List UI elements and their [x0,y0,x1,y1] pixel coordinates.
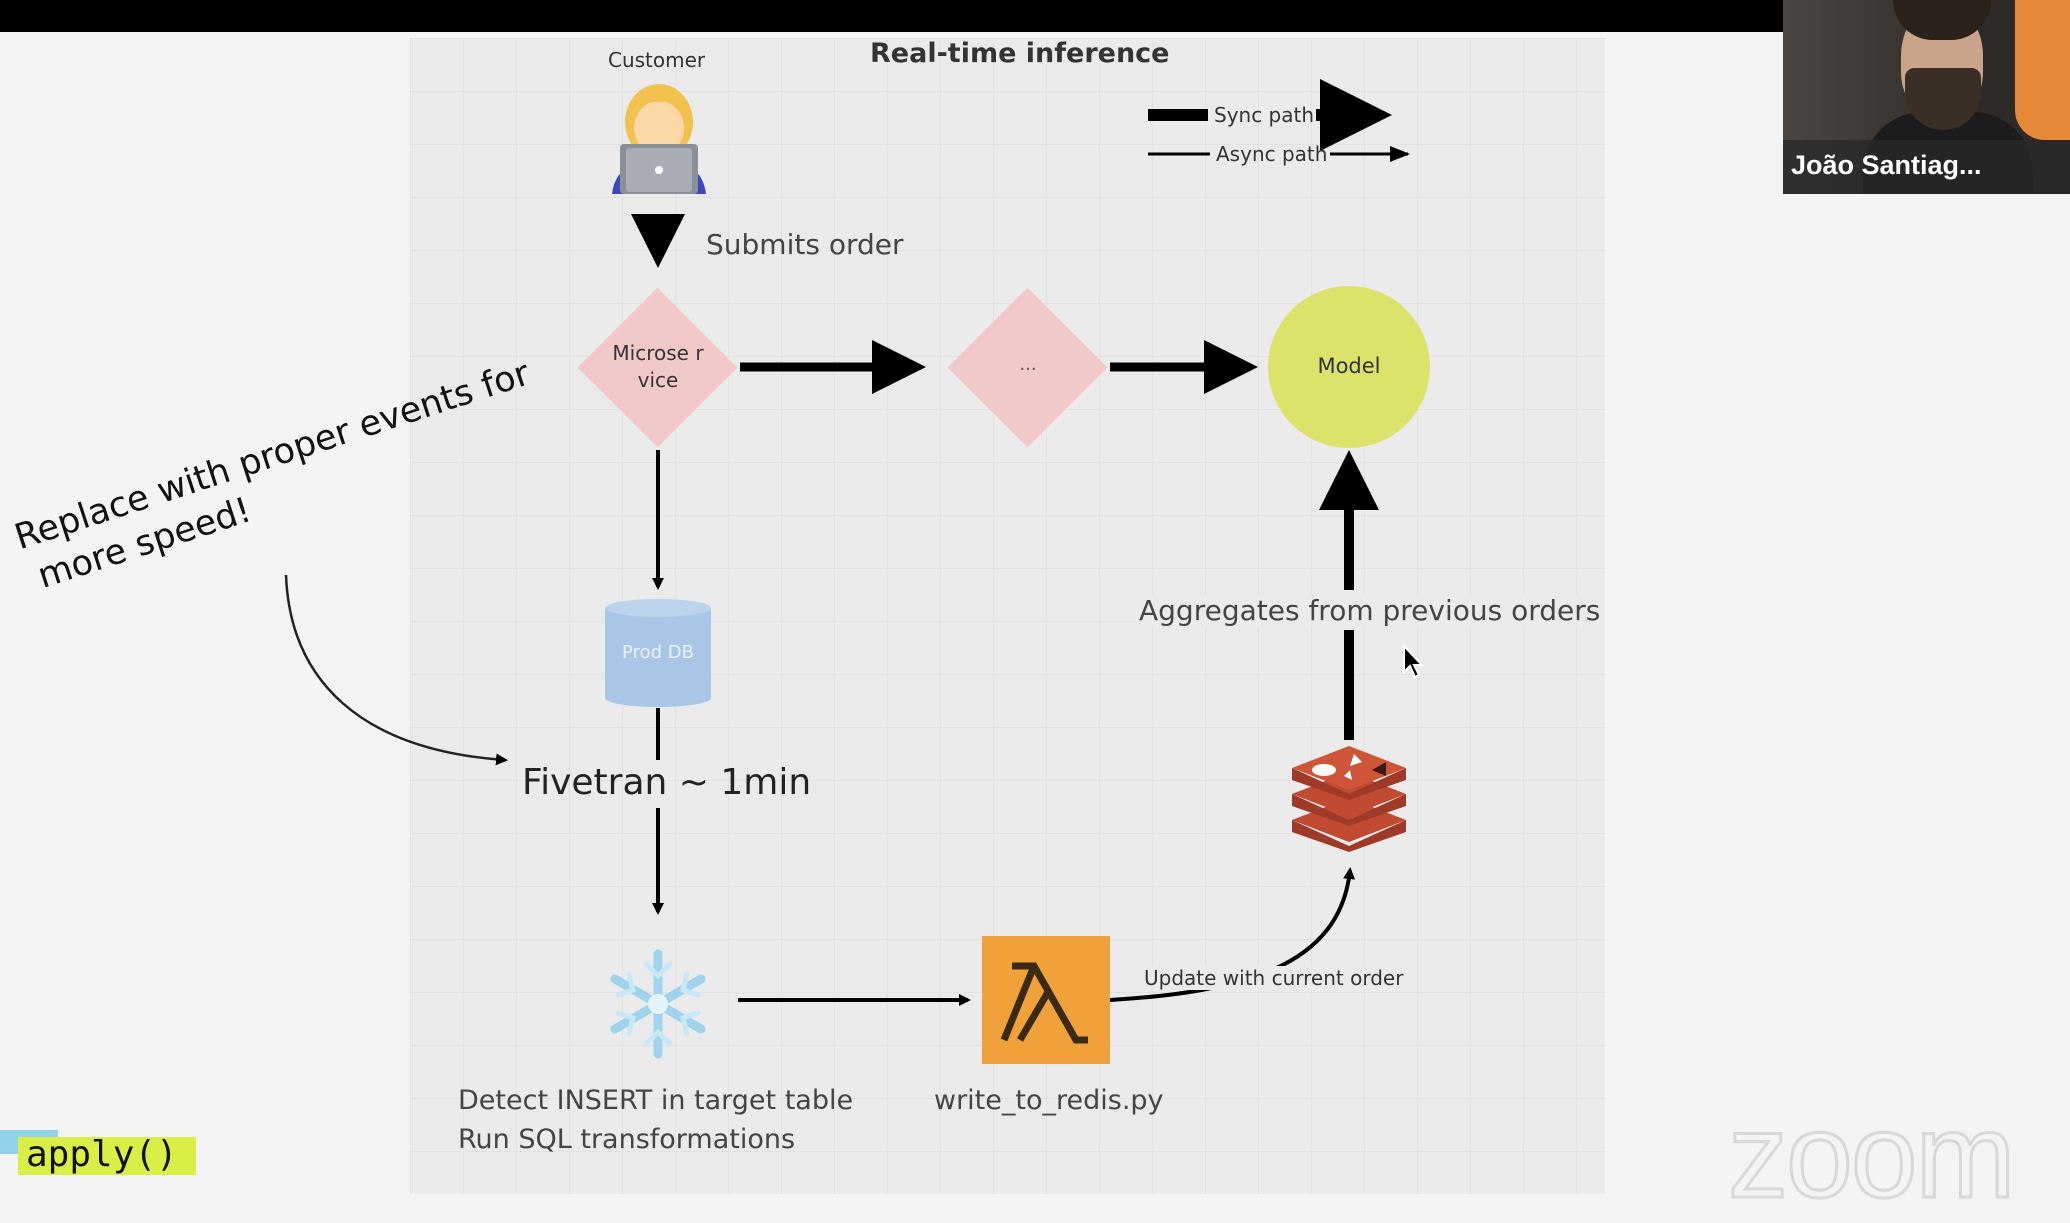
fivetran-label: Fivetran ~ 1min [522,762,812,803]
microservice-label: Microse rvice [612,341,704,392]
top-bar [0,0,1783,32]
snowflake-icon[interactable] [600,946,716,1062]
participant-video-tile[interactable]: João Santiag... [1783,0,2070,194]
mouse-cursor-icon [1403,644,1425,679]
lambda-script-label: write_to_redis.py [934,1085,1164,1116]
submits-order-label: Submits order [706,228,904,261]
snowflake-desc-line1: Detect INSERT in target table [458,1085,854,1116]
code-snippet-text: apply() [26,1134,178,1175]
database-icon [605,599,711,707]
microservice-node[interactable]: Microse rvice [577,287,738,448]
prod-db-node[interactable]: Prod DB [604,598,712,708]
customer-laptop-icon [612,84,706,194]
video-chair [2015,0,2070,140]
diagram-connectors [284,79,1410,1006]
annotation-arrow [284,574,508,766]
participant-name-bar: João Santiag... [1783,140,2070,194]
lambda-node[interactable] [982,936,1110,1064]
redis-icon[interactable] [1290,746,1408,852]
diagram-title: Real-time inference [870,38,1170,69]
prod-db-label: Prod DB [622,642,694,663]
legend-async-label: Async path [1216,142,1328,166]
lambda-icon [1000,962,1088,1044]
code-highlight-yellow [18,1137,196,1175]
code-highlight-snippet: apply() [0,1130,198,1178]
model-node[interactable]: Model [1268,286,1430,448]
video-person-beard [1905,68,1981,130]
participant-name: João Santiag... [1791,150,1982,180]
model-label: Model [1317,354,1381,378]
ellipsis-node[interactable]: ... [947,287,1108,448]
snowflake-desc-line2: Run SQL transformations [458,1124,796,1155]
ellipsis-label: ... [1019,354,1037,375]
customer-label: Customer [608,48,706,72]
legend-sync-label: Sync path [1214,103,1315,127]
aggregates-label: Aggregates from previous orders [1135,594,1605,627]
zoom-watermark-logo: zoom [1726,1089,2016,1223]
update-label: Update with current order [1142,966,1406,990]
